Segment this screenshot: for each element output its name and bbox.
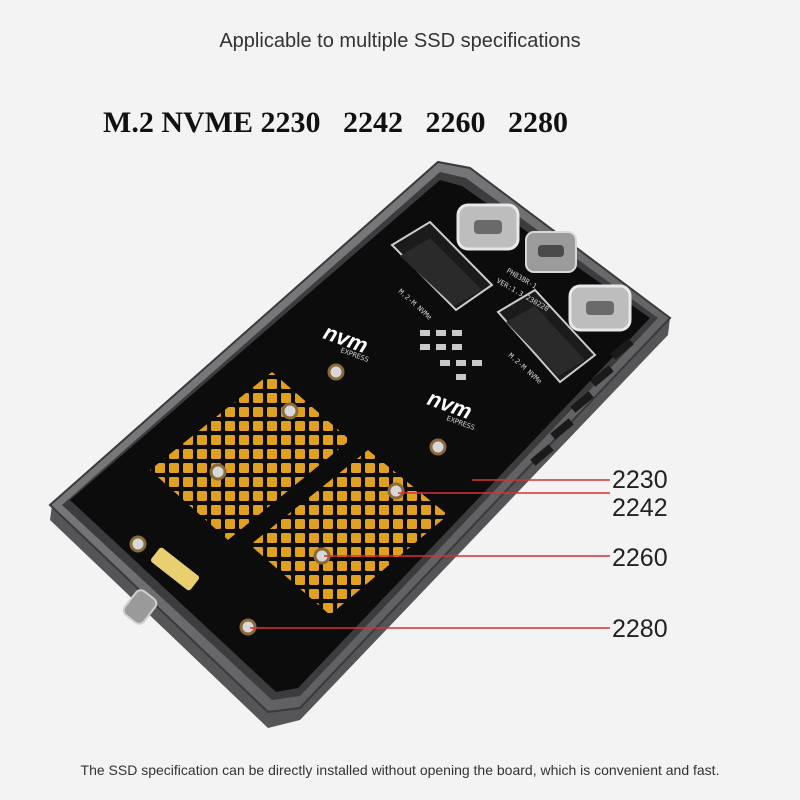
footer-note: The SSD specification can be directly in… (80, 762, 720, 778)
headline: Applicable to multiple SSD specification… (219, 30, 581, 52)
models-line: M.2 NVME 2230 2242 2260 2280 (103, 106, 568, 139)
size-leader-lines (250, 479, 610, 629)
component-cluster (420, 330, 482, 380)
size-label-2242: 2242 (612, 494, 668, 522)
vent-slots (530, 338, 634, 466)
m2-connector-b (496, 288, 597, 384)
standoff-screws (129, 363, 447, 636)
size-label-2260: 2260 (612, 544, 668, 572)
gold-pad-array-left (150, 372, 350, 540)
usb-c-port-lower (568, 284, 632, 332)
size-label-2280: 2280 (612, 615, 668, 643)
m2-connector-a (390, 220, 494, 312)
retention-latch (150, 547, 200, 591)
size-label-2230: 2230 (612, 466, 668, 494)
usb-c-port-top (456, 203, 520, 251)
edge-usb-port (122, 589, 158, 625)
usb-c-port-middle (525, 231, 577, 273)
